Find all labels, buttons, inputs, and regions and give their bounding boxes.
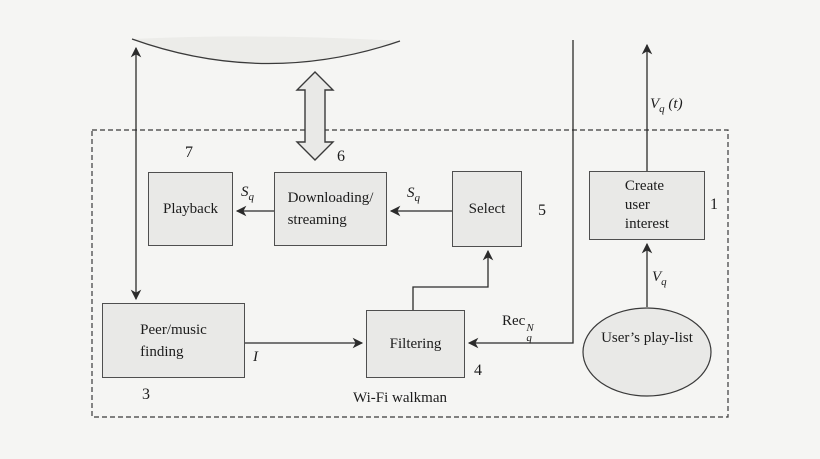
node-create-label-line1: Create (624, 178, 665, 194)
node-downloading-label-line2: streaming (287, 212, 347, 228)
label-vqt-rest: (t) (668, 96, 683, 112)
label-item-i: I (253, 349, 258, 366)
node-downloading-streaming: Downloading/ streaming (274, 172, 387, 246)
label-vq-base: V (652, 269, 662, 285)
node-select: Select (452, 171, 522, 247)
label-sq1-base: S (241, 184, 249, 200)
arrow-rec-to-filtering (467, 40, 574, 349)
node-playback-label: Playback (163, 201, 218, 217)
number-downloading: 6 (337, 148, 345, 165)
node-peer-label-line1: Peer/music (140, 321, 207, 338)
label-vq: Vq (652, 269, 667, 288)
wifi-walkman-boundary (91, 129, 729, 418)
sync-block-arrow (295, 71, 335, 161)
node-create-label-line3: interest (624, 216, 670, 232)
label-vq-sub: q (661, 276, 667, 288)
number-peer-music-finding: 3 (142, 386, 150, 403)
number-playback: 7 (185, 144, 193, 161)
label-sq2-base: S (407, 185, 415, 201)
label-rec-sub: q (526, 331, 532, 344)
node-peer-label-line2: finding (140, 343, 184, 360)
label-vqt-base: V (650, 96, 660, 112)
label-rec-base: Rec (502, 313, 526, 329)
users-playlist-ellipse (582, 307, 712, 397)
label-sq-to-downloading: Sq (407, 185, 420, 204)
network-cloud (132, 36, 400, 64)
node-downloading-label-line1: Downloading/ (287, 190, 374, 206)
node-peer-music-finding: Peer/music finding (102, 303, 245, 378)
label-sq-to-playback: Sq (241, 184, 254, 203)
node-select-label: Select (468, 201, 506, 217)
number-filtering: 4 (474, 362, 482, 379)
number-select: 5 (538, 202, 546, 219)
arrow-filtering-to-select (412, 249, 494, 310)
node-filtering-label: Filtering (389, 336, 442, 352)
network-cloud-arc (131, 38, 401, 65)
label-rec-sup: N (526, 321, 534, 334)
label-i-base: I (253, 349, 258, 365)
node-create-user-interest: Create user interest (589, 171, 705, 240)
wifi-walkman-caption: Wi-Fi walkman (353, 390, 447, 406)
label-sq2-sub: q (414, 192, 421, 204)
node-filtering: Filtering (366, 310, 465, 378)
users-playlist-label: User’s play-list (601, 330, 693, 346)
node-playback: Playback (148, 172, 233, 246)
label-vq-t: Vq (t) (650, 96, 683, 115)
label-vqt-sub: q (659, 103, 665, 115)
number-create-user-interest: 1 (710, 196, 718, 213)
label-sq1-sub: q (248, 191, 255, 203)
node-create-label-line2: user (624, 197, 650, 213)
